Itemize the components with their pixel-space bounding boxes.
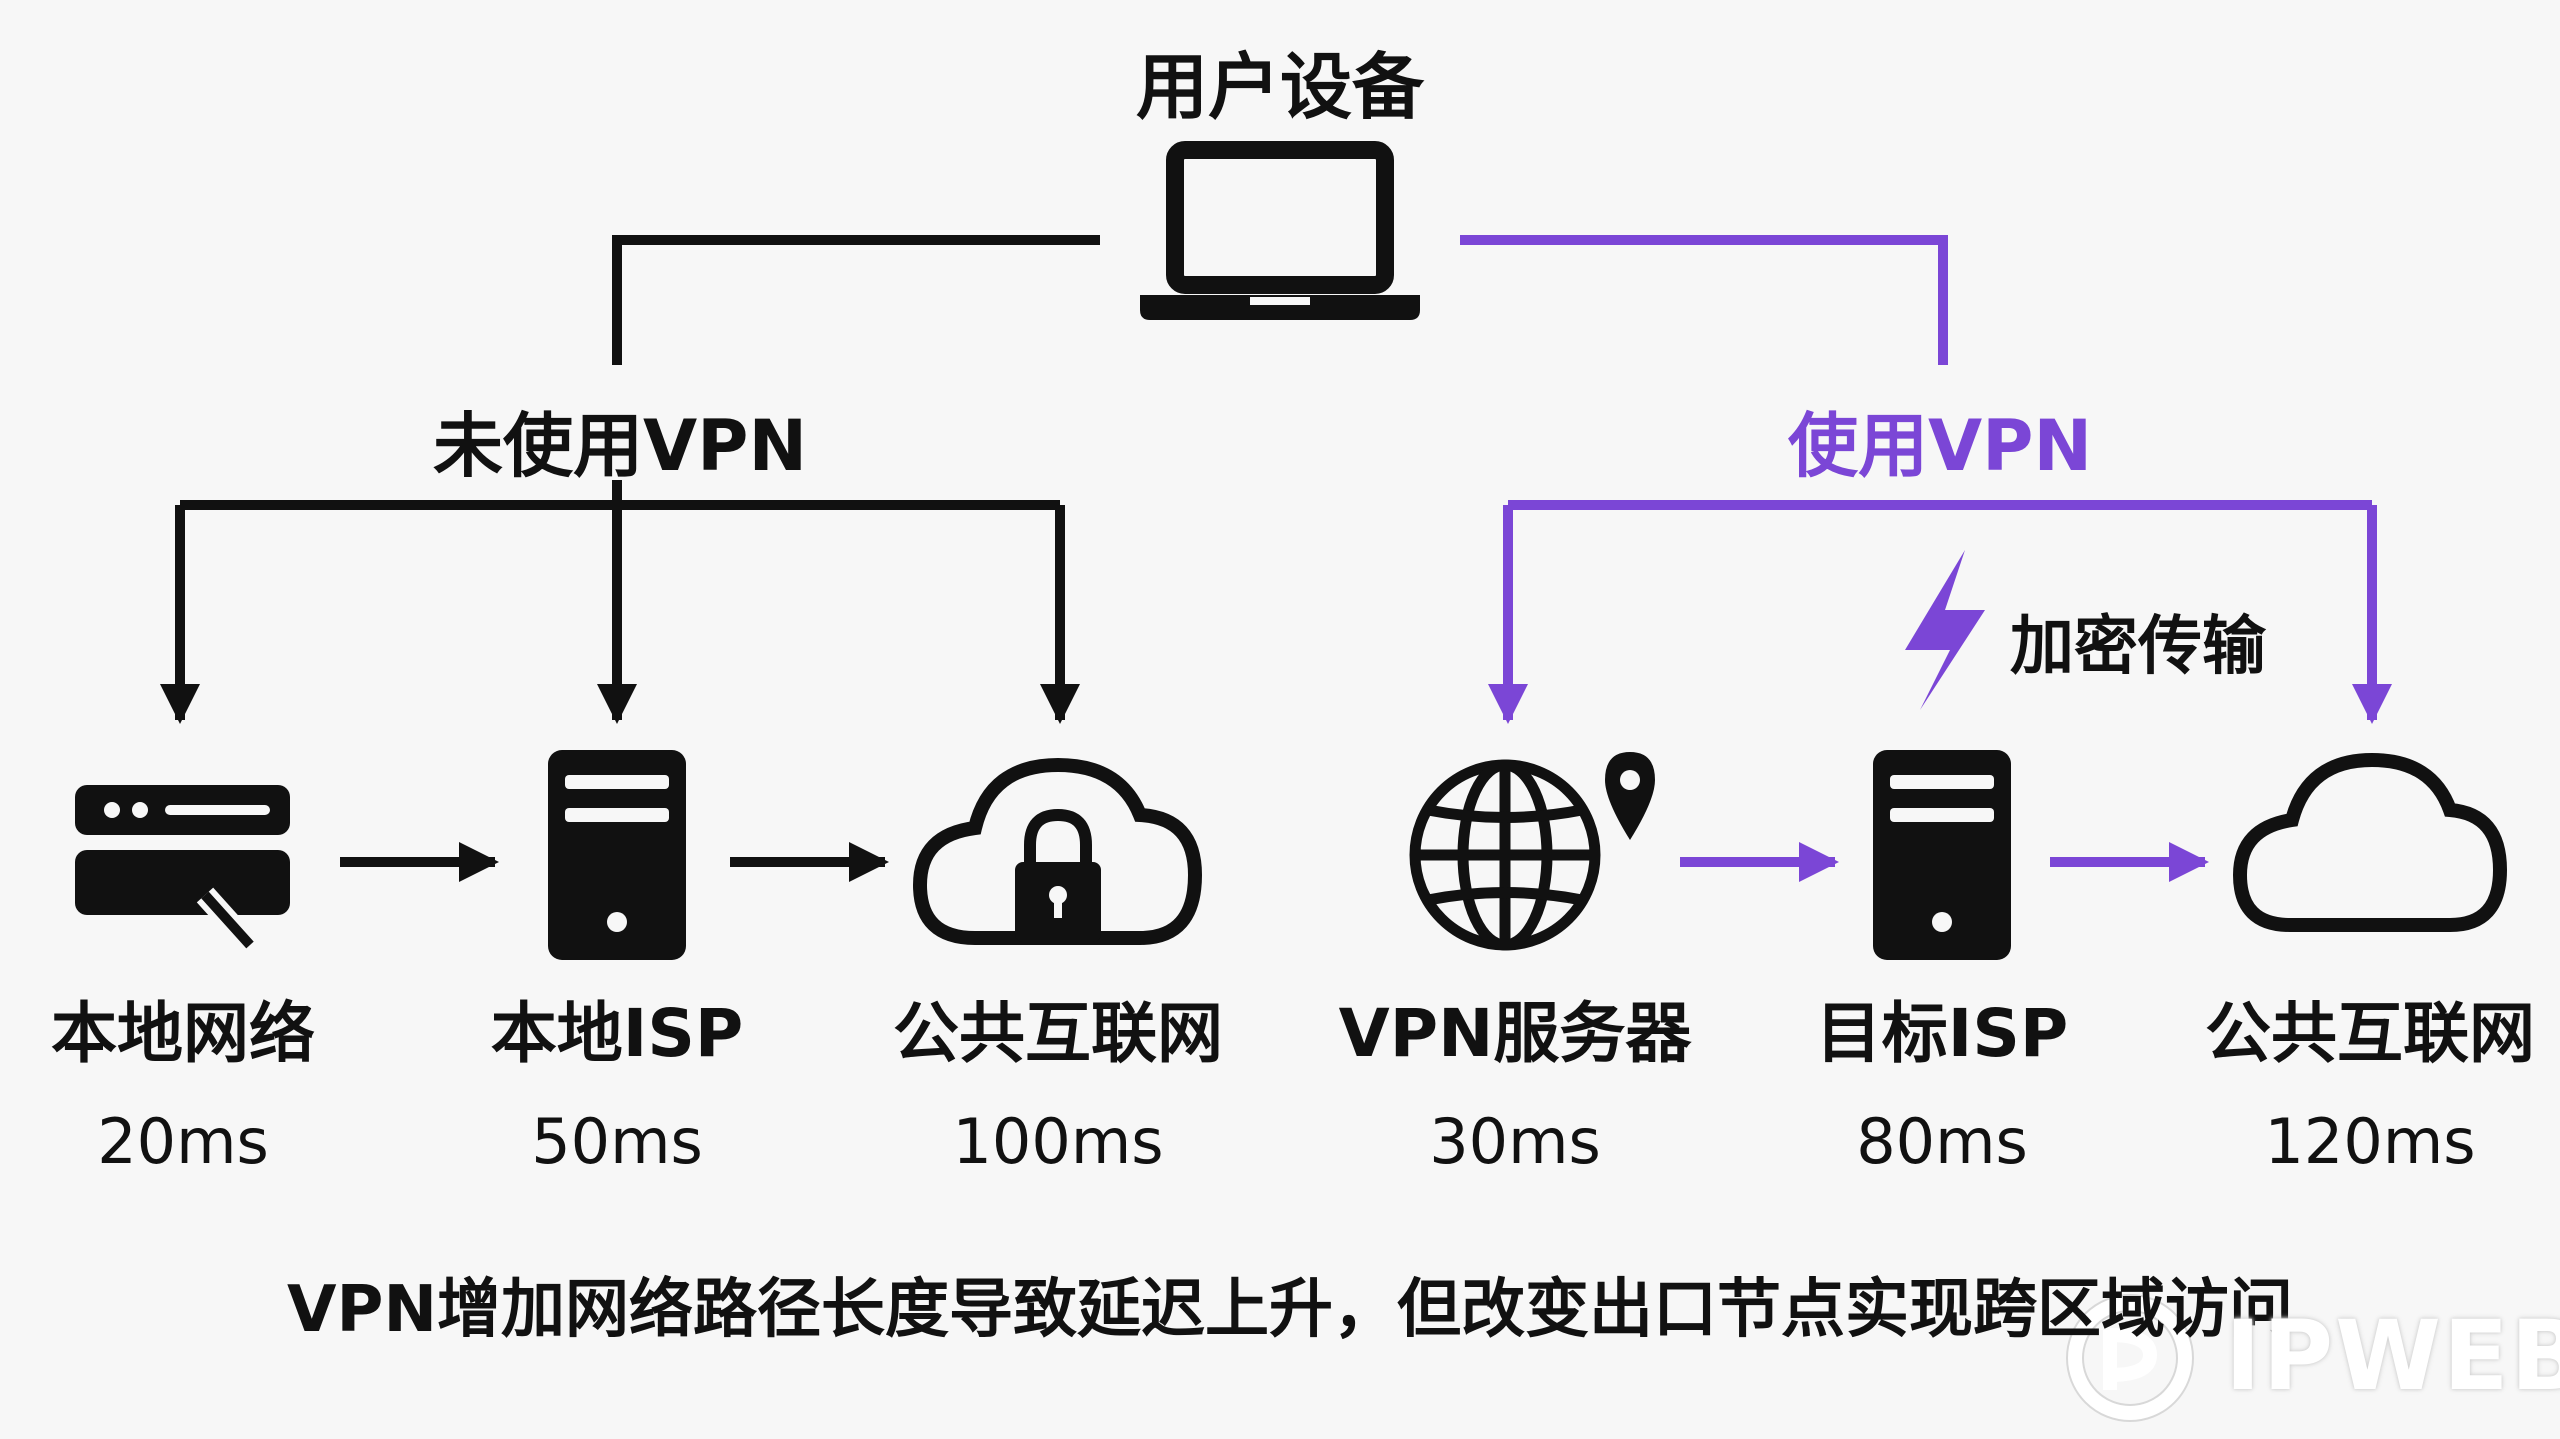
lightning-icon: [1905, 550, 1985, 710]
watermark-text: IPWEB: [2225, 1300, 2560, 1412]
latency-vpn-server: 30ms: [1429, 1105, 1601, 1178]
node-label-local-network: 本地网络: [51, 995, 315, 1072]
vpn-connector: [1460, 235, 2372, 510]
server-icon: [548, 750, 686, 960]
cloud-lock-icon: [912, 757, 1203, 945]
watermark-logo-icon: [2066, 1294, 2194, 1422]
latency-local-network: 20ms: [97, 1105, 269, 1178]
latency-public-internet: 100ms: [952, 1105, 1164, 1178]
encryption-label: 加密传输: [2010, 610, 2266, 684]
latency-local-isp: 50ms: [531, 1105, 703, 1178]
node-label-local-isp: 本地ISP: [490, 995, 744, 1072]
node-label-target-isp: 目标ISP: [1815, 995, 2069, 1072]
latency-target-isp: 80ms: [1856, 1105, 2028, 1178]
no-vpn-branch-label: 未使用VPN: [432, 405, 808, 487]
node-label-vpn-server: VPN服务器: [1338, 995, 1692, 1072]
latency-public-internet-vpn: 120ms: [2264, 1105, 2476, 1178]
diagram-caption: VPN增加网络路径长度导致延迟上升，但改变出口节点实现跨区域访问: [287, 1273, 2293, 1347]
router-icon: [75, 785, 290, 953]
laptop-icon: [1140, 141, 1420, 320]
user-device-title: 用户设备: [1135, 45, 1425, 129]
globe-pin-icon: [1409, 752, 1655, 951]
cloud-icon: [2232, 752, 2508, 932]
node-label-public-internet-vpn: 公共互联网: [2205, 995, 2535, 1072]
server-icon: [1873, 750, 2011, 960]
vpn-branch-label: 使用VPN: [1787, 405, 2093, 487]
node-label-public-internet: 公共互联网: [893, 995, 1223, 1072]
